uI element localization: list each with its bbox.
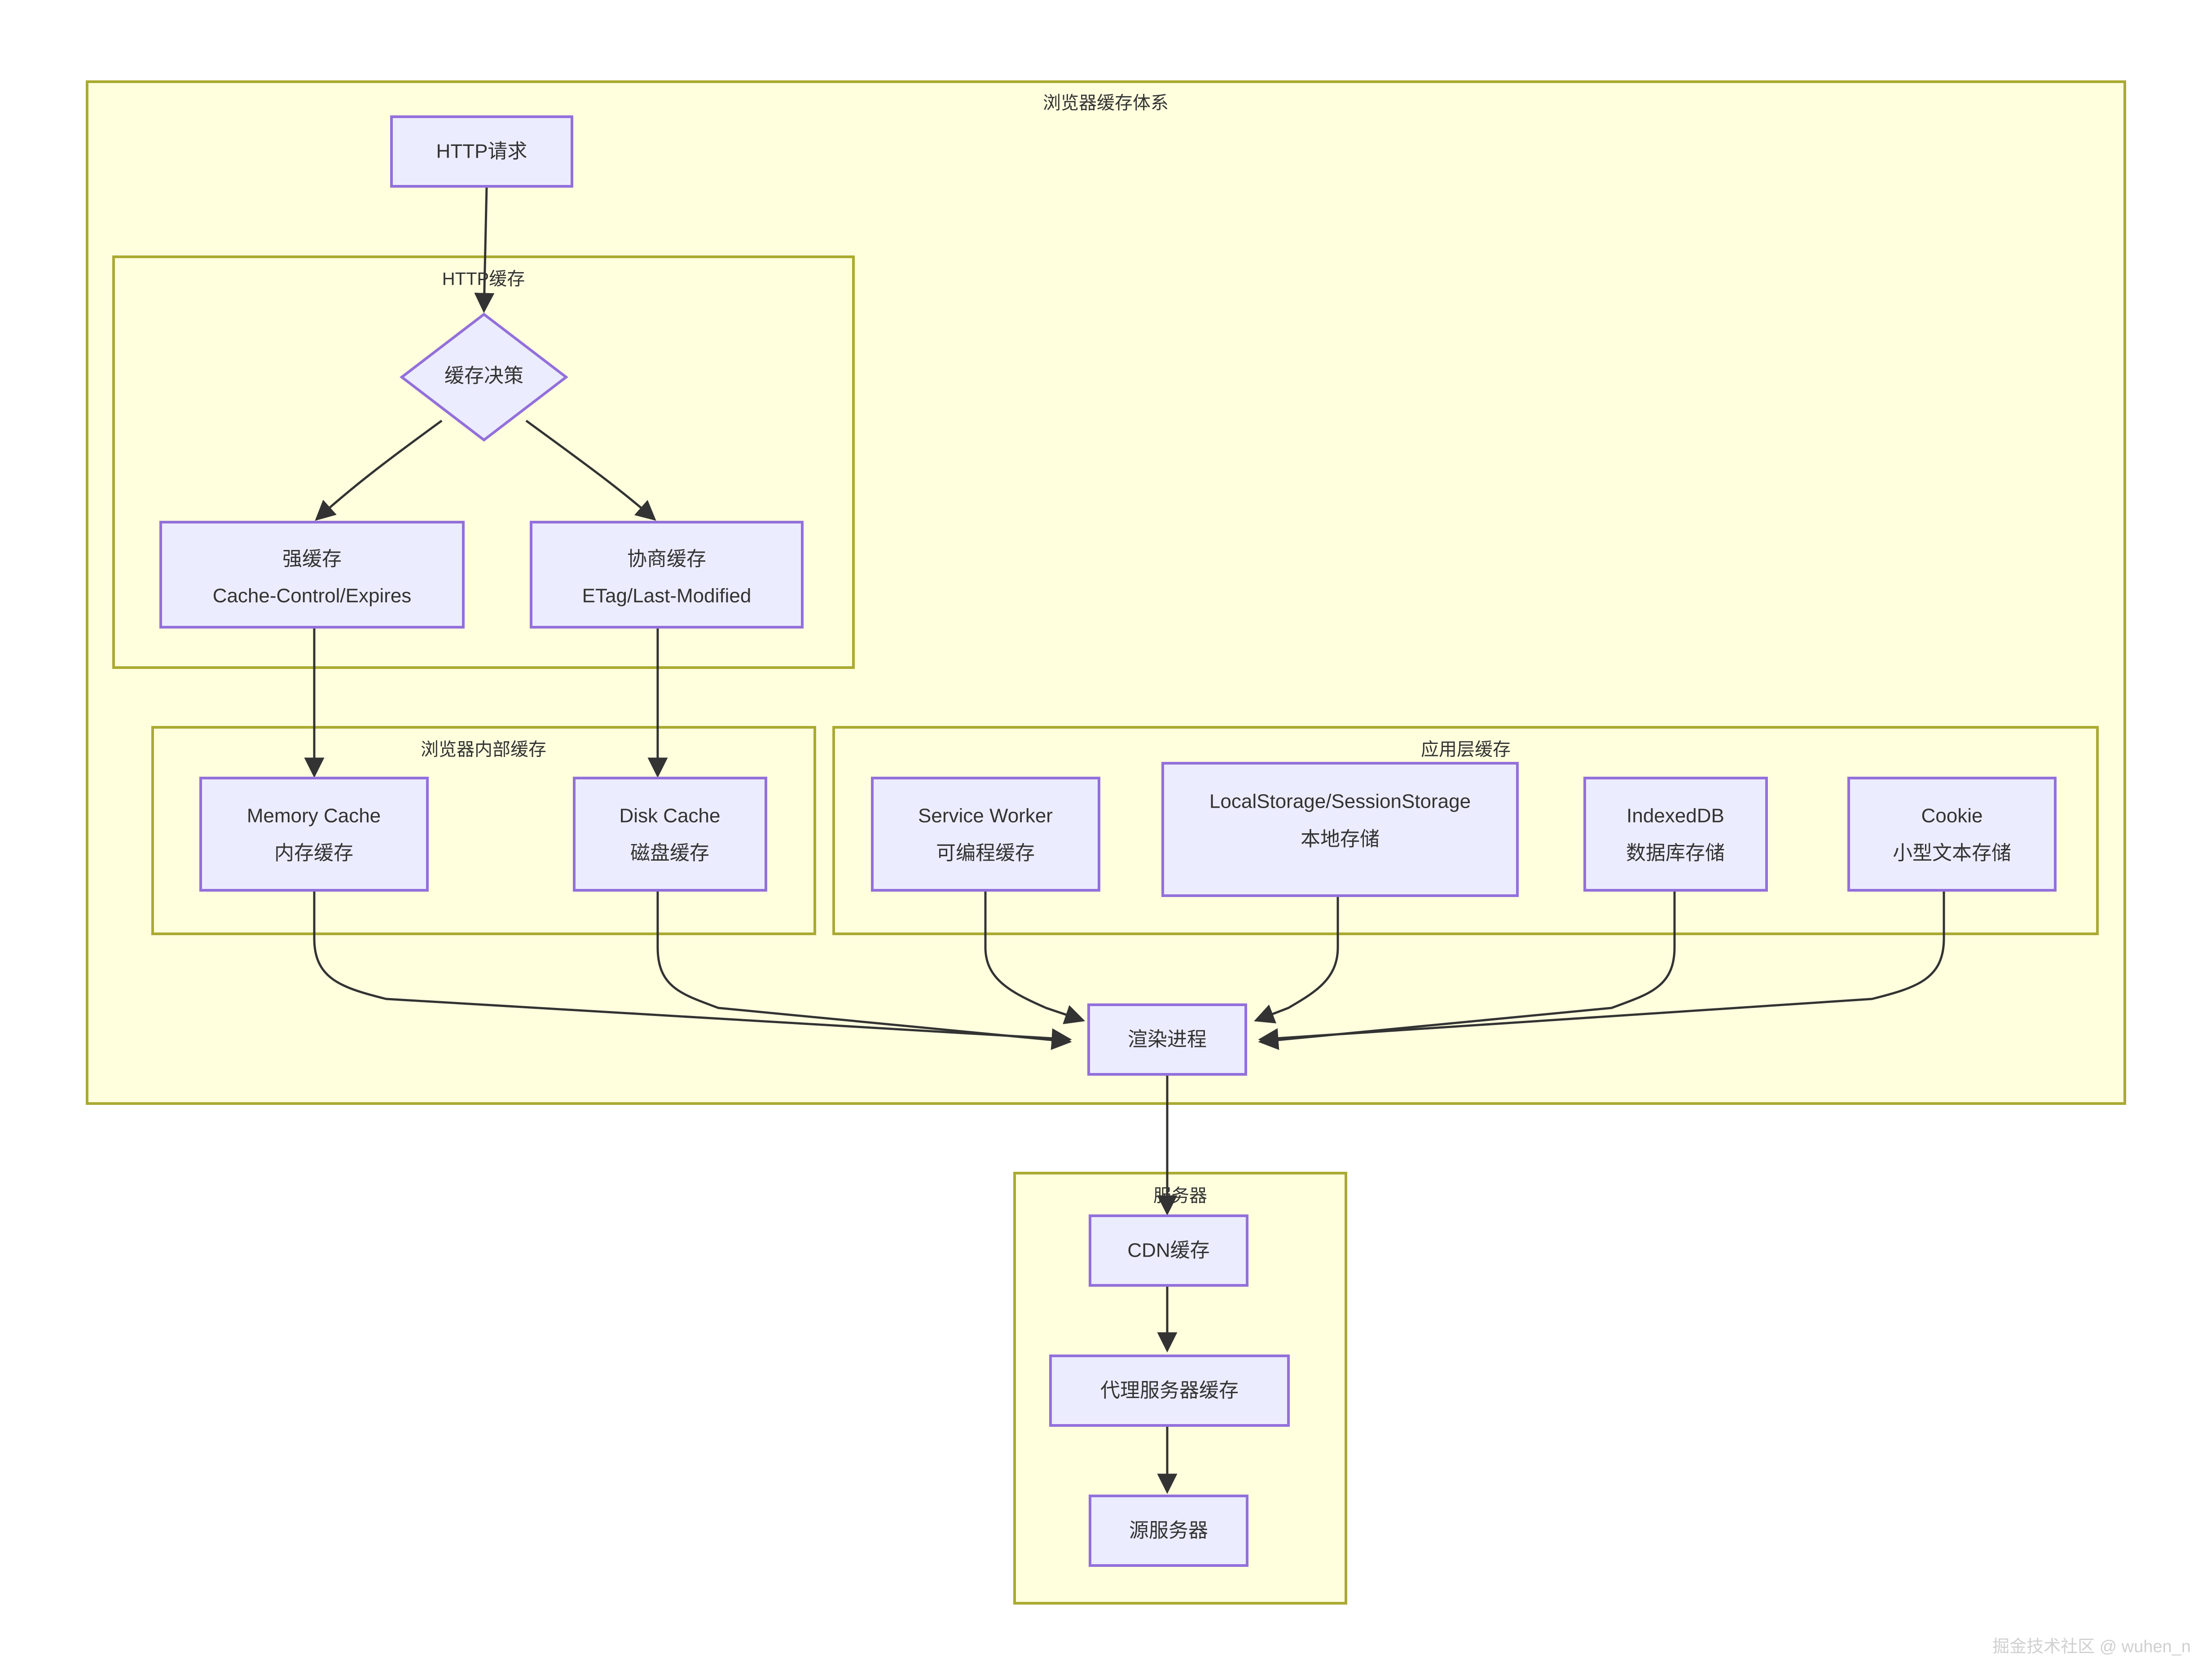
node-indexeddb[interactable]: IndexedDB 数据库存储 [1583,777,1768,892]
node-render-process-rect[interactable] [1087,1003,1247,1076]
node-render-process[interactable]: 渲染进程 [1087,1003,1247,1076]
node-http-request[interactable]: HTTP请求 [390,115,573,188]
node-strong-cache[interactable]: 强缓存 Cache-Control/Expires [159,521,465,629]
cluster-browser-internal-cache-label: 浏览器内部缓存 [421,740,546,760]
node-negotiation-cache-label-line2: ETag/Last-Modified [582,585,752,607]
node-memory-cache-rect[interactable] [199,777,429,892]
node-strong-cache-rect[interactable] [159,521,465,629]
node-cache-decision-diamond[interactable] [400,312,568,442]
node-disk-cache-label-line2: 磁盘缓存 [630,842,709,864]
node-service-worker-rect[interactable] [871,777,1100,892]
edge-http-request-to-cache-decision [474,186,495,313]
node-origin-server[interactable]: 源服务器 [1089,1495,1248,1567]
edge-cookie-to-render-process [1258,890,1945,1048]
node-service-worker[interactable]: Service Worker 可编程缓存 [871,777,1100,892]
node-service-worker-label-line1: Service Worker [918,805,1053,827]
node-negotiation-cache-rect[interactable] [530,521,804,629]
node-memory-cache-label-line2: 内存缓存 [274,842,353,864]
node-disk-cache-label-line1: Disk Cache [620,805,721,827]
node-cache-decision-label: 缓存决策 [444,365,523,387]
node-cdn-cache-label: CDN缓存 [1127,1240,1209,1262]
node-memory-cache[interactable]: Memory Cache 内存缓存 [199,777,429,892]
edge-web-storage-to-render-process [1254,896,1339,1024]
node-disk-cache-rect[interactable] [573,777,767,892]
edge-memory-cache-to-render-process [313,890,1072,1049]
node-disk-cache[interactable]: Disk Cache 磁盘缓存 [573,777,767,892]
node-cookie[interactable]: Cookie 小型文本存储 [1847,777,2057,892]
edge-indexeddb-to-render-process [1258,890,1676,1050]
edge-service-worker-to-render-process [984,890,1086,1025]
cluster-app-layer-cache-label: 应用层缓存 [1421,740,1511,760]
node-strong-cache-label-line1: 强缓存 [282,548,342,570]
watermark-label: 掘金技术社区 @ wuhen_n [1992,1637,2191,1656]
node-origin-server-label: 源服务器 [1129,1520,1208,1542]
node-memory-cache-label-line1: Memory Cache [247,805,381,827]
node-indexeddb-label-line2: 数据库存储 [1626,842,1725,864]
node-http-request-rect[interactable] [390,115,573,188]
node-negotiation-cache-label-line1: 协商缓存 [627,548,706,570]
node-cookie-label-line2: 小型文本存储 [1893,842,2011,864]
node-render-process-label: 渲染进程 [1128,1029,1207,1051]
node-origin-server-rect[interactable] [1089,1495,1248,1567]
node-cdn-cache[interactable]: CDN缓存 [1089,1214,1248,1287]
node-negotiation-cache[interactable]: 协商缓存 ETag/Last-Modified [530,521,804,629]
node-web-storage-label-line2: 本地存储 [1301,828,1380,850]
node-cdn-cache-rect[interactable] [1089,1214,1248,1287]
node-indexeddb-rect[interactable] [1583,777,1768,892]
node-cookie-label-line1: Cookie [1921,805,1983,827]
edge-cache-decision-to-strong-cache [315,419,443,521]
node-web-storage-rect[interactable] [1161,762,1519,897]
edge-cache-decision-to-negotiation-cache [525,419,656,521]
cluster-server-label: 服务器 [1153,1186,1207,1206]
node-http-request-label: HTTP请求 [436,141,527,163]
node-indexeddb-label-line1: IndexedDB [1626,805,1724,827]
node-web-storage-label-line1: LocalStorage/SessionStorage [1209,791,1471,813]
cluster-browser-cache-system-label: 浏览器缓存体系 [1043,93,1169,113]
node-cache-decision[interactable]: 缓存决策 [400,312,568,442]
edges-layer [304,186,1945,1494]
node-proxy-cache-label: 代理服务器缓存 [1100,1380,1239,1402]
edge-disk-cache-to-render-process [656,890,1072,1050]
node-strong-cache-label-line2: Cache-Control/Expires [213,585,412,607]
node-proxy-cache-rect[interactable] [1049,1355,1290,1427]
node-cookie-rect[interactable] [1847,777,2057,892]
node-service-worker-label-line2: 可编程缓存 [936,842,1035,864]
node-proxy-cache[interactable]: 代理服务器缓存 [1049,1355,1290,1427]
node-web-storage[interactable]: LocalStorage/SessionStorage 本地存储 [1161,762,1519,897]
